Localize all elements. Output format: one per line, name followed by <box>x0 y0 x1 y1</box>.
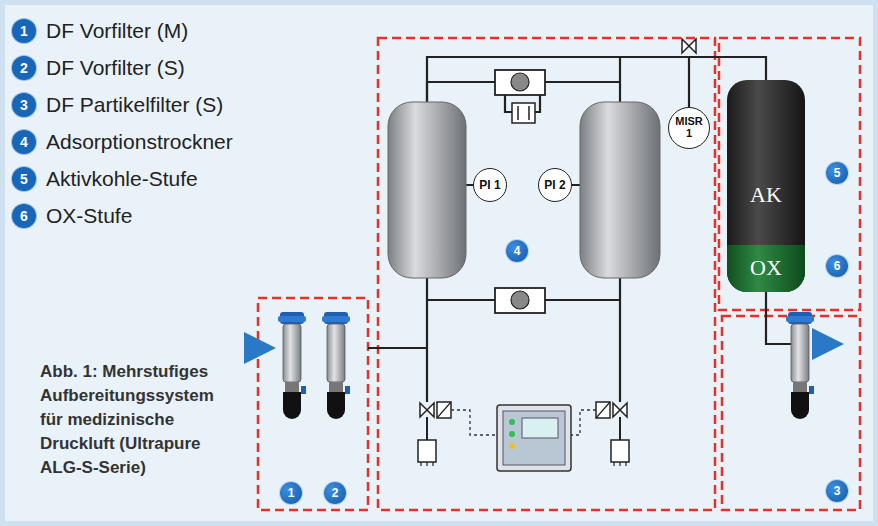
callout-number: 6 <box>826 255 848 277</box>
callout-number: 1 <box>280 482 302 504</box>
figure-caption: Abb. 1: Mehrstufiges Aufbereitungssystem… <box>40 360 230 480</box>
legend-swatch: 2 <box>12 56 36 80</box>
legend-item: 3 DF Partikelfilter (S) <box>12 92 223 118</box>
legend-item: 4 Adsorptionstrockner <box>12 129 233 155</box>
legend-swatch: 1 <box>12 19 36 43</box>
legend-text: Adsorptionstrockner <box>46 130 233 154</box>
pressure-gauge: PI 1 <box>473 168 507 202</box>
legend-swatch: 5 <box>12 167 36 191</box>
node-text: AK <box>750 183 782 206</box>
node-text: PI 2 <box>544 179 565 192</box>
node-text: PI 1 <box>479 179 500 192</box>
legend-number: 1 <box>12 19 36 43</box>
legend-text: DF Partikelfilter (S) <box>46 93 223 117</box>
ox-stage: OX <box>727 248 805 288</box>
legend-number: 3 <box>12 93 36 117</box>
legend-text: DF Vorfilter (M) <box>46 19 188 43</box>
legend-number: 2 <box>12 56 36 80</box>
legend-text: DF Vorfilter (S) <box>46 56 185 80</box>
legend-text: Aktivkohle-Stufe <box>46 167 198 191</box>
legend-swatch: 4 <box>12 130 36 154</box>
callout-number: 2 <box>324 482 346 504</box>
legend-item: 6 OX-Stufe <box>12 203 132 229</box>
legend-item: 1 DF Vorfilter (M) <box>12 18 188 44</box>
legend-item: 5 Aktivkohle-Stufe <box>12 166 198 192</box>
callout-number: 4 <box>506 240 528 262</box>
carbon-stage: AK <box>727 175 805 215</box>
callout-number: 3 <box>826 480 848 502</box>
legend-number: 5 <box>12 167 36 191</box>
pressure-gauge: PI 2 <box>538 168 572 202</box>
legend-swatch: 3 <box>12 93 36 117</box>
legend-swatch: 6 <box>12 204 36 228</box>
moisture-sensor: MISR 1 <box>668 107 710 149</box>
legend-number: 6 <box>12 204 36 228</box>
callout-number: 5 <box>826 162 848 184</box>
legend-item: 2 DF Vorfilter (S) <box>12 55 185 81</box>
legend-text: OX-Stufe <box>46 204 132 228</box>
node-text: MISR 1 <box>674 116 704 139</box>
legend-number: 4 <box>12 130 36 154</box>
node-text: OX <box>750 256 782 279</box>
